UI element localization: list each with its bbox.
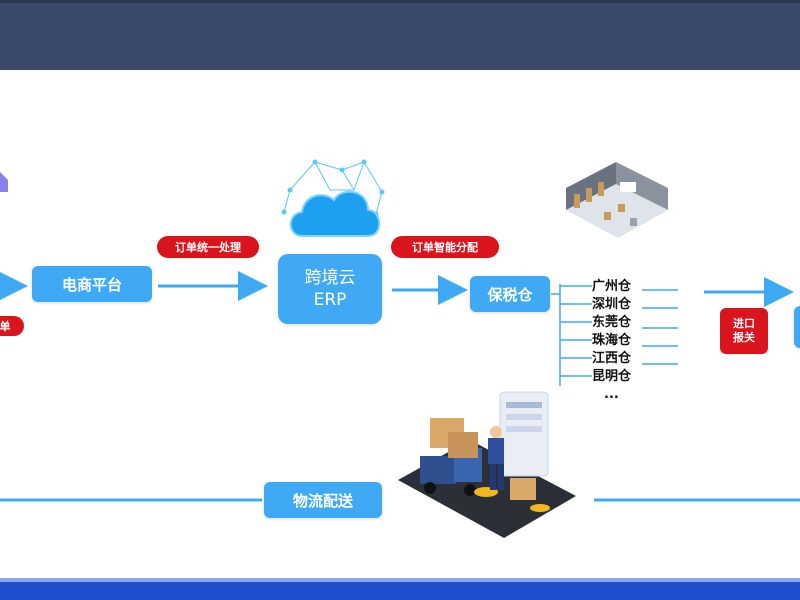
erp-line1: 跨境云 (304, 268, 356, 288)
tag-order-distribution: 订单智能分配 (391, 236, 499, 258)
warehouse-item: 珠海仓 (592, 333, 632, 348)
cloud-network-icon (281, 159, 385, 237)
warehouse-item: 广州仓 (592, 279, 632, 294)
footer-bar (0, 578, 800, 600)
erp-line2: ERP (313, 290, 347, 310)
bonded-warehouse-node: 保税仓 (470, 276, 550, 312)
warehouse-illustration (566, 162, 668, 238)
left-edge-shape (0, 172, 8, 192)
warehouse-item: ... (604, 387, 619, 402)
warehouse-item: 东莞仓 (592, 315, 632, 330)
warehouse-item: 昆明仓 (592, 369, 632, 384)
header-bar (0, 0, 800, 70)
logistics-delivery-node: 物流配送 (264, 482, 382, 518)
customs-line1: 进口 (733, 317, 755, 330)
delivery-illustration (398, 391, 576, 538)
warehouse-item: 江西仓 (592, 351, 632, 366)
customs-line2: 报关 (733, 331, 755, 344)
warehouse-list: 广州仓 深圳仓 东莞仓 珠海仓 江西仓 昆明仓 ... (592, 278, 648, 404)
tag-order-processing: 订单统一处理 (157, 236, 259, 258)
tag-import-customs: 进口 报关 (720, 308, 768, 354)
ecommerce-platform-node: 电商平台 (32, 266, 152, 302)
tag-left-partial: 单 (0, 316, 24, 336)
warehouse-bracket (551, 284, 678, 386)
right-partial-node (794, 306, 800, 348)
erp-node: 跨境云 ERP (278, 254, 382, 324)
warehouse-item: 深圳仓 (592, 297, 632, 312)
